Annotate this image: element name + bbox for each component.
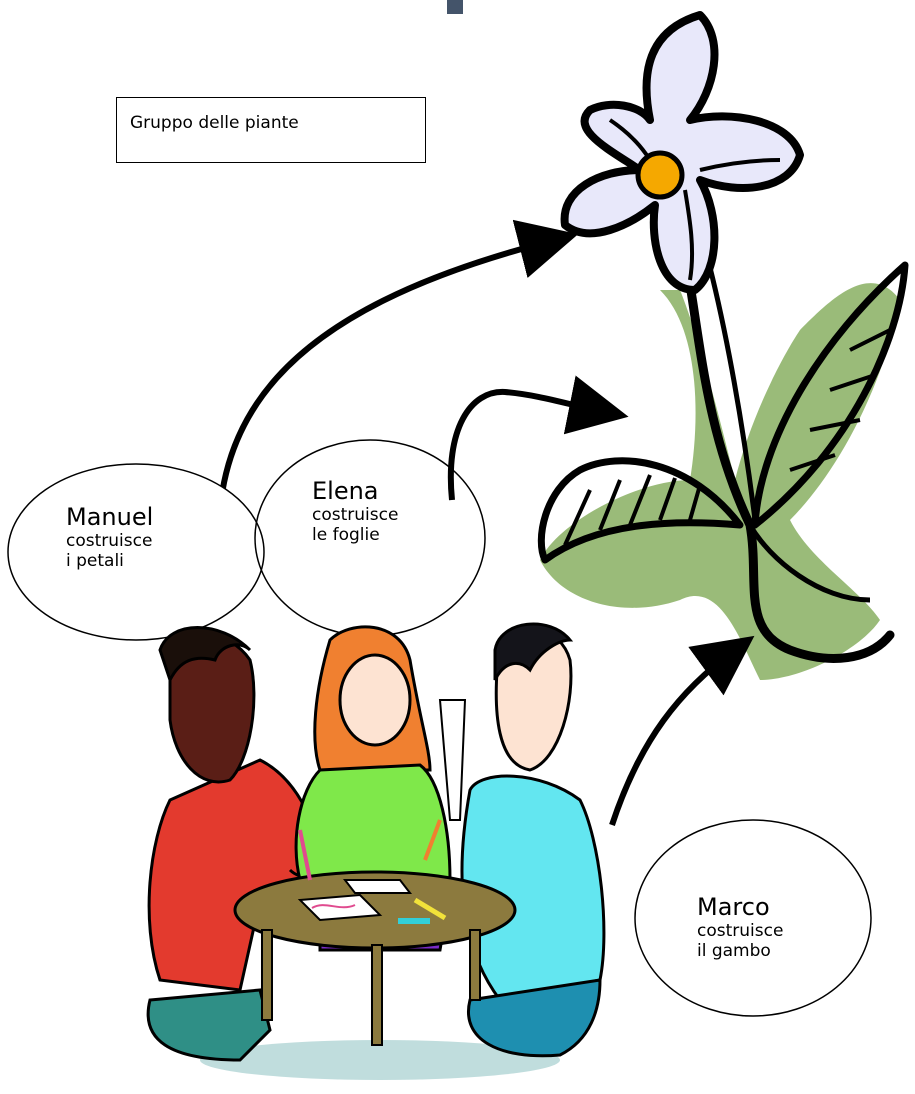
leaf-wash	[540, 283, 900, 680]
flower-center	[635, 150, 685, 200]
manuel-bubble	[7, 463, 265, 641]
marco-bubble	[634, 819, 872, 1017]
children-at-table-illustration	[146, 622, 606, 1080]
manuel-name: Manuel	[66, 503, 154, 531]
arrow-marco-to-stem	[609, 635, 755, 826]
elena-task-line2: le foglie	[312, 525, 380, 546]
marco-task-line2: il gambo	[697, 941, 771, 962]
flower-stem	[675, 225, 895, 663]
marco-task-line1: costruisce	[697, 921, 784, 942]
left-leaf	[537, 457, 744, 564]
slide-top-bar	[0, 0, 915, 14]
flower-illustration	[537, 11, 909, 680]
child-left	[146, 626, 332, 1062]
elena-task-line1: costruisce	[312, 505, 399, 526]
floor-shadow	[200, 1040, 560, 1080]
child-right	[438, 622, 606, 1058]
elena-name: Elena	[312, 477, 379, 505]
elena-bubble-text: Elena costruisce le foglie	[312, 477, 398, 545]
marco-bubble-text: Marco costruisce il gambo	[697, 893, 783, 961]
right-leaf	[751, 261, 909, 529]
manuel-bubble-text: Manuel costruisce i petali	[66, 503, 153, 571]
group-label-box: Gruppo delle piante	[116, 97, 426, 163]
manuel-task-line1: costruisce	[66, 531, 153, 552]
arrow-elena-to-leaves	[447, 375, 629, 501]
top-accent-block	[447, 0, 463, 14]
flower-petals	[560, 11, 804, 294]
table	[233, 819, 517, 1046]
marco-name: Marco	[697, 893, 770, 921]
group-label: Gruppo delle piante	[130, 113, 299, 133]
manuel-task-line2: i petali	[66, 551, 124, 572]
